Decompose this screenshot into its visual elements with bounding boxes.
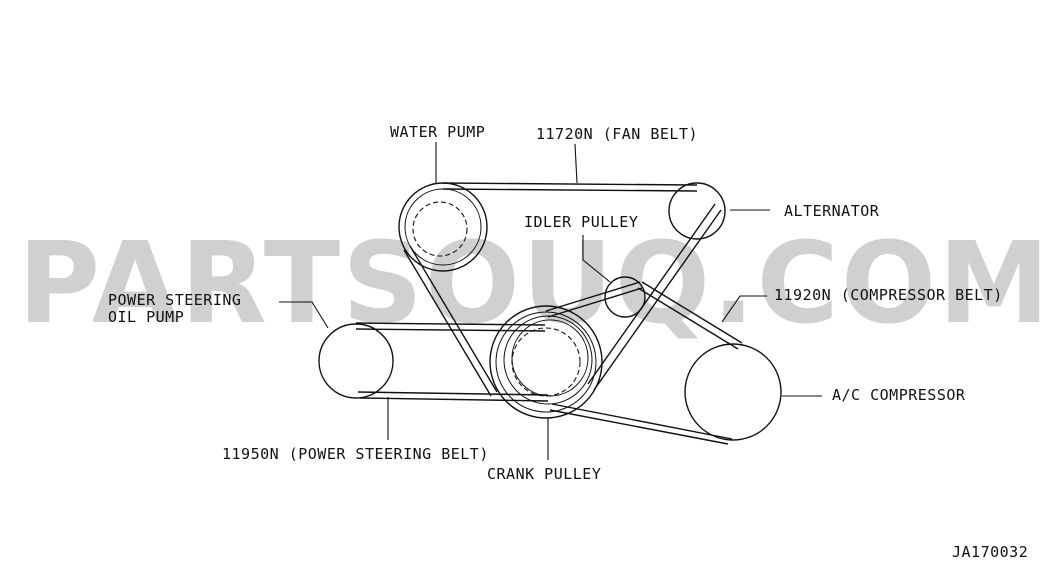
- leader-idler-pulley: [582, 235, 611, 283]
- label-idler-pulley: IDLER PULLEY: [524, 213, 638, 231]
- label-ac-compressor: A/C COMPRESSOR: [832, 386, 966, 404]
- label-compressor-belt: 11920N (COMPRESSOR BELT): [774, 286, 1003, 304]
- power-steering-belt: [355, 322, 549, 402]
- watermark-text: PARTSOUQ.COM: [18, 219, 1045, 349]
- idler-pulley: [604, 276, 646, 318]
- leader-fan-belt: [574, 143, 578, 184]
- alternator-pulley: [668, 182, 726, 240]
- water-pump-pulley: [398, 182, 488, 272]
- label-power-steering-line2: OIL PUMP: [108, 308, 184, 326]
- label-fan-belt: 11720N (FAN BELT): [536, 125, 698, 143]
- ac-compressor-pulley: [684, 343, 782, 441]
- compressor-belt: [545, 281, 743, 445]
- label-water-pump: WATER PUMP: [390, 123, 485, 141]
- label-figure-code: JA170032: [952, 543, 1028, 561]
- leader-compressor-belt: [721, 295, 767, 323]
- leader-power-steering-pump: [279, 301, 329, 329]
- label-power-steering-belt: 11950N (POWER STEERING BELT): [222, 445, 489, 463]
- crank-pulley: [489, 305, 603, 419]
- label-crank-pulley: CRANK PULLEY: [487, 465, 601, 483]
- leader-lines: [279, 142, 822, 460]
- power-steering-pump-pulley: [318, 323, 394, 399]
- label-power-steering-line1: POWER STEERING: [108, 291, 241, 309]
- label-alternator: ALTERNATOR: [784, 202, 880, 220]
